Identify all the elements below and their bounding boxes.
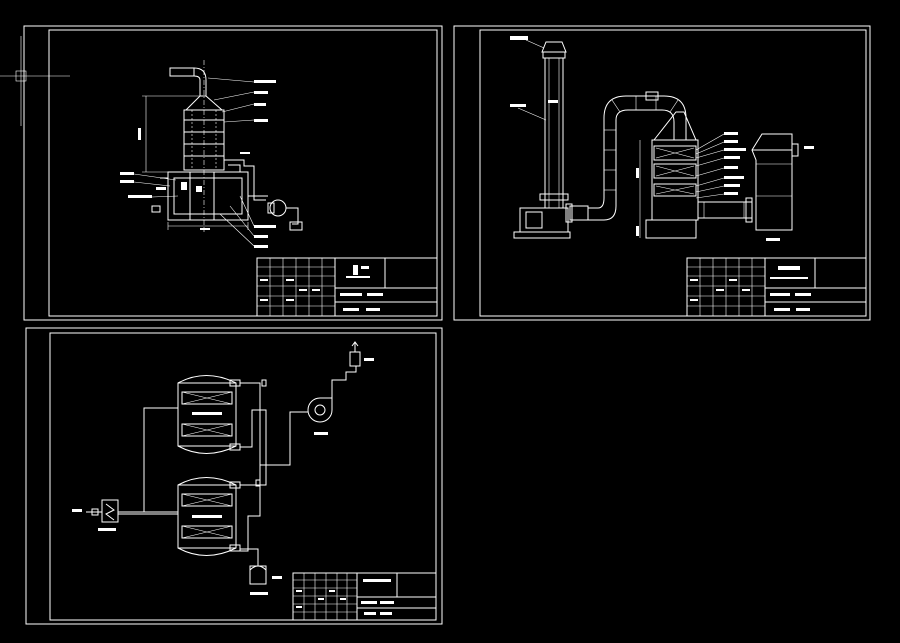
sheet-inner-border bbox=[479, 29, 867, 317]
title-block bbox=[686, 257, 867, 317]
process-flow-drawing bbox=[72, 341, 374, 595]
sheet-inner-border bbox=[49, 332, 437, 621]
sheet-tower-elevation[interactable] bbox=[23, 25, 443, 321]
crosshair-cursor-icon bbox=[0, 36, 70, 126]
sheet-duct-and-stack-layout[interactable] bbox=[453, 25, 871, 321]
tower-drawing bbox=[120, 60, 303, 248]
sheet-outer-border bbox=[453, 25, 871, 321]
stack-and-duct-drawing bbox=[510, 36, 814, 241]
sheet-outer-border bbox=[23, 25, 443, 321]
sheet-adsorption-process-flow[interactable] bbox=[25, 327, 443, 625]
title-block bbox=[256, 257, 438, 317]
sheet-outer-border bbox=[25, 327, 443, 625]
sheet-inner-border bbox=[48, 29, 438, 317]
title-block bbox=[292, 572, 437, 621]
